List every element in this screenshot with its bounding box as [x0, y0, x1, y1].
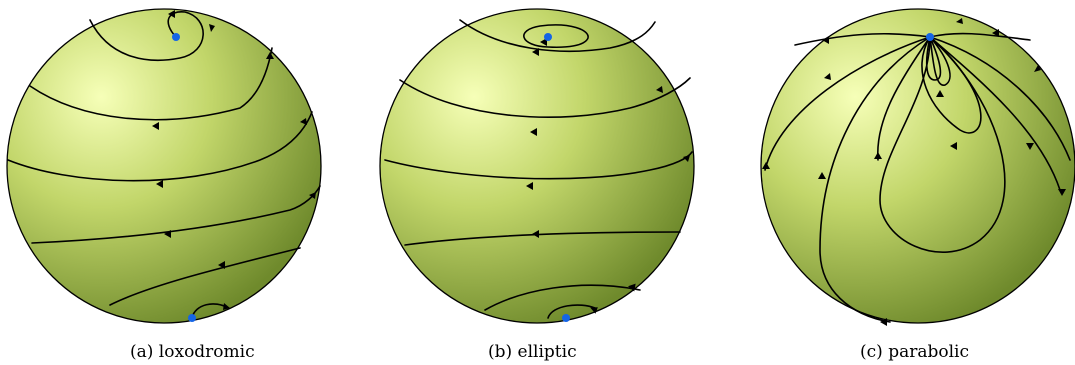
sphere-outline-loxodromic — [6, 8, 322, 324]
flow-lines-elliptic — [384, 19, 693, 319]
sphere-outline-parabolic — [760, 8, 1075, 324]
sphere-loxodromic — [7, 9, 321, 323]
caption-parabolic: (c) parabolic — [860, 342, 969, 362]
panel-loxodromic — [6, 8, 322, 324]
panel-parabolic — [760, 8, 1075, 326]
fixed-point-north-loxodromic — [172, 33, 180, 41]
flow-arrows-loxodromic — [152, 10, 316, 310]
flow-arrows-elliptic — [526, 38, 690, 314]
sphere-outline-elliptic — [379, 8, 695, 324]
sphere-elliptic — [380, 9, 694, 323]
fixed-point-parabolic — [926, 33, 934, 41]
fixed-point-south-loxodromic — [188, 314, 196, 322]
fixed-point-south-elliptic — [562, 314, 570, 322]
fixed-point-north-elliptic — [544, 33, 552, 41]
panel-elliptic — [379, 8, 695, 324]
caption-loxodromic: (a) loxodromic — [130, 342, 255, 362]
caption-elliptic: (b) elliptic — [488, 342, 577, 362]
flow-lines-parabolic — [764, 32, 1071, 323]
sphere-parabolic — [761, 9, 1075, 323]
